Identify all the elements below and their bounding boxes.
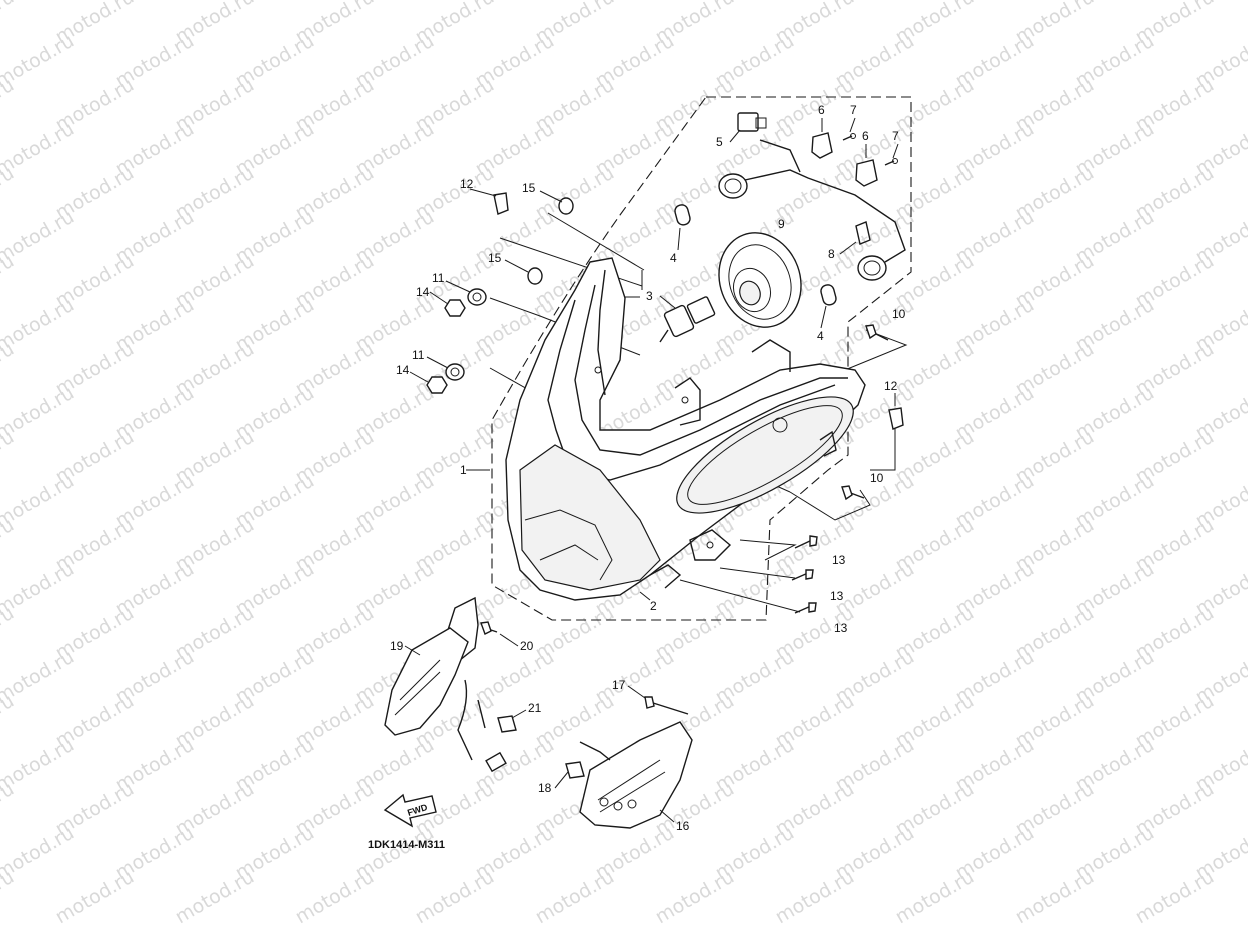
callout-20: 20 (520, 639, 534, 653)
callout-2: 2 (650, 599, 657, 613)
sockets-and-wiring (718, 112, 906, 281)
watermark-text: motod.ru (652, 866, 738, 929)
callout-12: 12 (884, 379, 898, 393)
watermark-text: motod.ru (532, 866, 618, 929)
watermark-text: motod.ru (172, 866, 258, 929)
clamps-and-screws (811, 132, 898, 187)
callout-14: 14 (416, 285, 430, 299)
watermark-text: motod.ru (52, 866, 138, 929)
callout-10: 10 (870, 471, 884, 485)
callout-13: 13 (830, 589, 844, 603)
callout-leaders (404, 117, 899, 823)
callout-5: 5 (716, 135, 723, 149)
callout-8: 8 (828, 247, 835, 261)
watermark-text: motod.ru (1132, 866, 1218, 929)
callout-10: 10 (892, 307, 906, 321)
callout-9: 9 (778, 217, 785, 231)
callout-7: 7 (850, 103, 857, 117)
callout-labels: 1 2 3 4 4 5 6 6 7 7 8 9 10 10 11 11 12 1… (390, 103, 906, 833)
callout-12: 12 (460, 177, 474, 191)
callout-6: 6 (862, 129, 869, 143)
callout-6: 6 (818, 103, 825, 117)
callout-13: 13 (832, 553, 846, 567)
headlight-housing (505, 257, 866, 601)
right-turn-signal (565, 696, 693, 829)
left-turn-signal (384, 596, 517, 773)
callout-11: 11 (432, 271, 445, 285)
callout-19: 19 (390, 639, 404, 653)
small-fasteners (426, 192, 904, 430)
callout-4: 4 (670, 251, 677, 265)
watermark-text: motod.ru (1012, 866, 1098, 929)
callout-11: 11 (412, 348, 425, 362)
watermark-text: motod.ru (292, 866, 378, 929)
headlight-bulb (659, 296, 716, 343)
callout-21: 21 (528, 701, 542, 715)
watermark-text: motod.ru (412, 866, 498, 929)
callout-16: 16 (676, 819, 690, 833)
watermark-text: motod.ru (772, 866, 858, 929)
bulb-reflector (718, 232, 802, 328)
watermark-text: motod.ru (0, 0, 18, 48)
callout-14: 14 (396, 363, 410, 377)
callout-1: 1 (460, 463, 467, 477)
callout-13: 13 (834, 621, 848, 635)
forward-direction-arrow: FWD (383, 793, 437, 828)
callout-17: 17 (612, 678, 626, 692)
callout-15: 15 (488, 251, 502, 265)
callout-3: 3 (646, 289, 653, 303)
watermark-text: motod.ru (892, 866, 978, 929)
callout-7: 7 (892, 129, 899, 143)
callout-15: 15 (522, 181, 536, 195)
position-bulb (674, 204, 837, 306)
assembly-outline (491, 96, 912, 621)
drawing-code: 1DK1414-M311 (368, 839, 445, 851)
callout-18: 18 (538, 781, 552, 795)
callout-4: 4 (817, 329, 824, 343)
screws (791, 324, 889, 614)
